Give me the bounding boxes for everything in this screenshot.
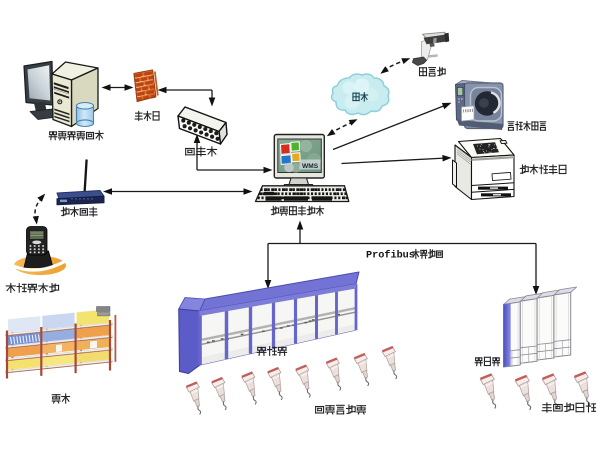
- svg-text:WMS: WMS: [302, 163, 319, 170]
- svg-text:Profibus: Profibus: [366, 250, 415, 262]
